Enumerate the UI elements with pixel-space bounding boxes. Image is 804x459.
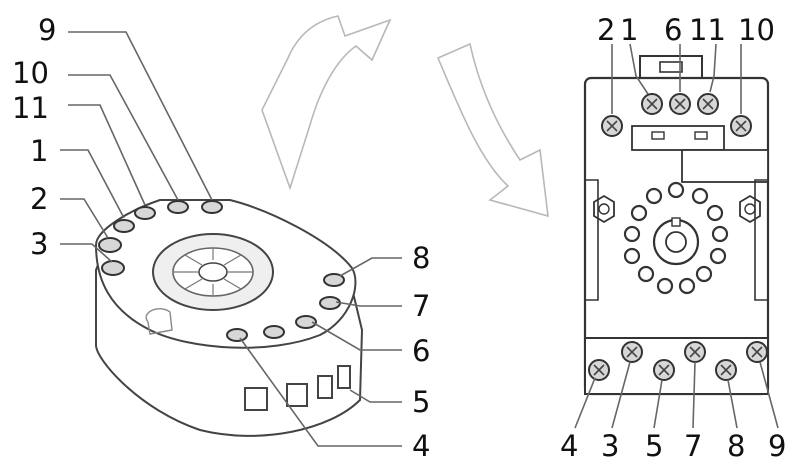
label-top-10: 10 <box>738 13 775 47</box>
label-3d-1: 1 <box>30 134 48 168</box>
label-3d-6: 6 <box>412 334 430 368</box>
label-top-6: 6 <box>664 13 682 47</box>
label-bottom-8: 8 <box>727 429 745 459</box>
label-3d-11: 11 <box>12 91 49 125</box>
label-3d-10: 10 <box>12 56 49 90</box>
terminal-screws-top <box>601 93 752 137</box>
curved-arrow-right <box>436 42 549 218</box>
leader-lines-top <box>611 43 742 114</box>
socket-3d-view: 9 10 11 1 2 3 8 7 6 5 4 <box>12 13 430 459</box>
socket-side-slots <box>244 365 351 411</box>
label-3d-9: 9 <box>38 13 56 47</box>
label-3d-3: 3 <box>30 227 48 261</box>
label-3d-4: 4 <box>412 429 430 459</box>
curved-arrow-left <box>261 15 392 191</box>
label-3d-7: 7 <box>412 289 430 323</box>
pin-socket-holes <box>623 181 729 295</box>
label-3d-5: 5 <box>412 385 430 419</box>
label-top-11: 11 <box>689 13 726 47</box>
label-3d-8: 8 <box>412 241 430 275</box>
socket-center-hub <box>152 233 274 311</box>
leader-lines-bottom <box>574 361 779 429</box>
label-3d-2: 2 <box>30 182 48 216</box>
label-bottom-9: 9 <box>768 429 786 459</box>
label-bottom-4: 4 <box>560 429 578 459</box>
leader-lines-3d <box>60 31 402 447</box>
label-bottom-3: 3 <box>601 429 619 459</box>
terminal-screws-bottom <box>588 341 768 381</box>
socket-bottom-plate <box>584 337 769 395</box>
label-bottom-7: 7 <box>684 429 702 459</box>
terminal-screws-3d <box>98 200 345 342</box>
label-bottom-5: 5 <box>645 429 663 459</box>
socket-top-view: 2 1 6 11 10 4 3 5 7 8 9 <box>560 13 786 459</box>
label-top-2: 2 <box>597 13 615 47</box>
socket-clip <box>145 308 173 335</box>
label-top-1: 1 <box>620 13 638 47</box>
